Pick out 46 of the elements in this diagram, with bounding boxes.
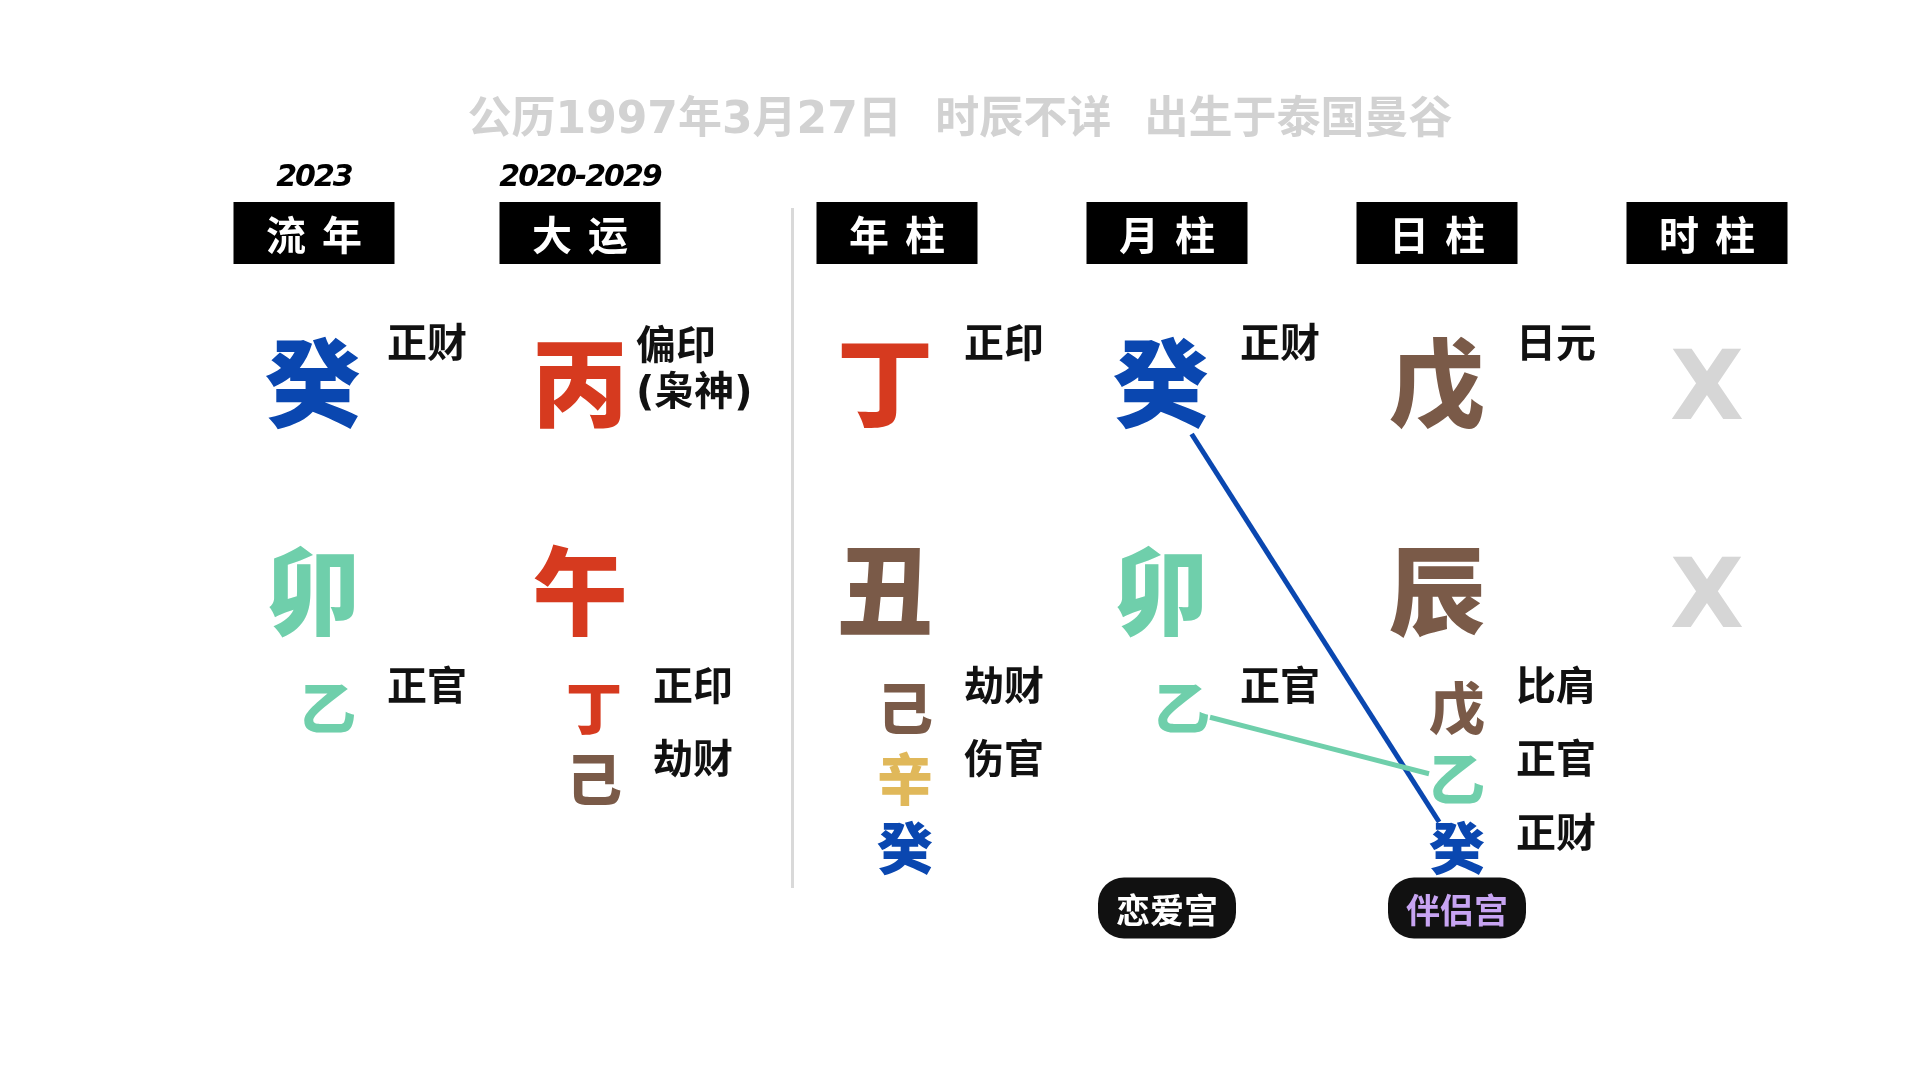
ten-god-label: 正官 <box>1516 736 1596 782</box>
stem-branch-character: 辛 <box>877 753 933 809</box>
stem-branch-character: 己 <box>877 682 933 738</box>
stem-branch-character: 辰 <box>1389 546 1485 642</box>
ten-god-label: 正财 <box>1240 320 1320 366</box>
ten-god-label: 日元 <box>1516 320 1596 366</box>
ten-god-label: 正印 <box>653 663 733 709</box>
ten-god-label: 正官 <box>1240 663 1320 709</box>
stem-branch-character: 己 <box>566 753 622 809</box>
stem-branch-character: 戊 <box>1429 682 1485 738</box>
year-label: 2020-2029 <box>499 157 661 193</box>
connector-line <box>1209 714 1430 777</box>
column-header: 时柱 <box>1626 202 1788 264</box>
stem-branch-character: 丑 <box>837 546 933 642</box>
ten-god-label: 比肩 <box>1516 663 1596 709</box>
stem-branch-character: 丁 <box>566 682 622 738</box>
ten-god-label: 正官 <box>387 663 467 709</box>
ten-god-label: 伤官 <box>964 736 1044 782</box>
stem-branch-character: 癸 <box>877 822 933 878</box>
stem-branch-character: 乙 <box>300 682 356 738</box>
stem-branch-character: 乙 <box>1429 753 1485 809</box>
year-label: 2023 <box>276 157 352 193</box>
stem-branch-character: 癸 <box>1113 338 1209 434</box>
column-header: 年柱 <box>816 202 978 264</box>
column-header: 月柱 <box>1086 202 1248 264</box>
stem-branch-character: 卯 <box>265 546 361 642</box>
stem-branch-character: 卯 <box>1113 546 1209 642</box>
stem-branch-character: 戊 <box>1389 338 1485 434</box>
stem-branch-character: 乙 <box>1154 682 1210 738</box>
stem-branch-character: 癸 <box>1429 822 1485 878</box>
palace-badge: 恋爱宫 <box>1098 877 1236 939</box>
stem-branch-character: 癸 <box>265 338 361 434</box>
column-header: 大运 <box>499 202 661 264</box>
stem-branch-character: 丙 <box>532 338 628 434</box>
column-header: 流年 <box>233 202 395 264</box>
ten-god-label: 劫财 <box>964 663 1044 709</box>
ten-god-label: 正印 <box>964 320 1044 366</box>
ten-god-label: 正财 <box>1516 810 1596 856</box>
ten-god-label: 偏印(枭神) <box>636 322 754 414</box>
stem-branch-character: 丁 <box>837 338 933 434</box>
ten-god-label: 正财 <box>387 320 467 366</box>
palace-badge: 伴侣宫 <box>1388 877 1526 939</box>
column-header: 日柱 <box>1356 202 1518 264</box>
stem-branch-character: 午 <box>532 546 628 642</box>
connector-line <box>1189 432 1442 824</box>
ten-god-label: 劫财 <box>653 736 733 782</box>
